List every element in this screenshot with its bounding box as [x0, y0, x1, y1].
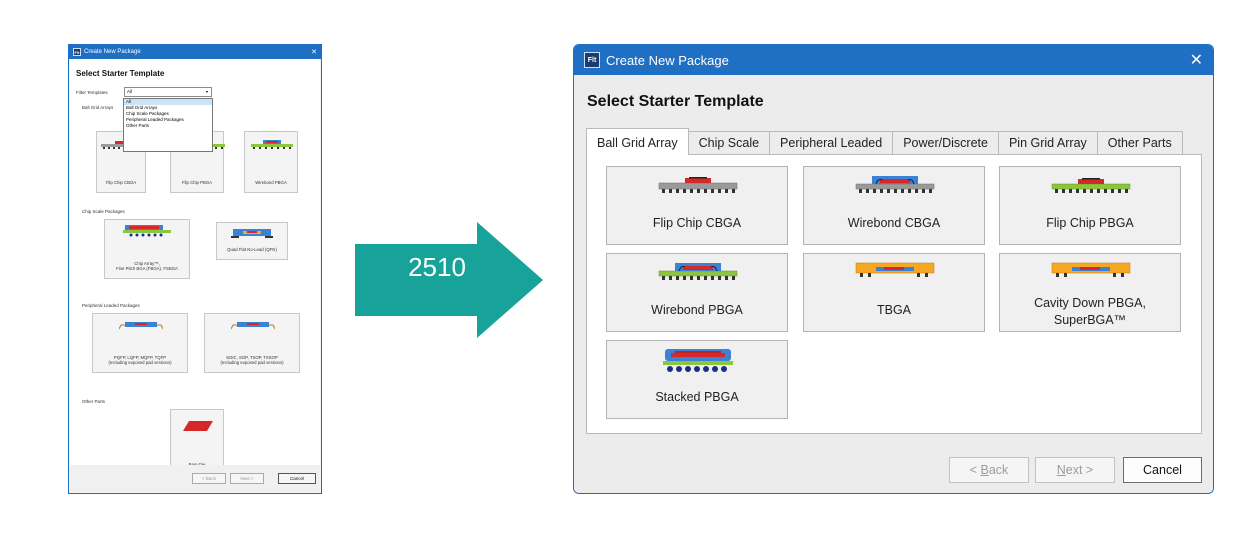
dropdown-option[interactable]: All: [124, 99, 212, 105]
chevron-down-icon: ▾: [205, 89, 208, 94]
small-back-button[interactable]: < Back: [192, 473, 226, 484]
template-wirebond-pbga[interactable]: Wirebond PBGA: [606, 253, 788, 332]
category-tabs: Ball Grid Array Chip Scale Peripheral Le…: [586, 128, 1183, 155]
small-card-wirebond-pbga[interactable]: Wirebond PBGA: [244, 131, 298, 193]
small-next-button[interactable]: Next >: [230, 473, 264, 484]
cancel-button[interactable]: Cancel: [1123, 457, 1202, 483]
section-label-bga: Ball Grid Arrays: [82, 105, 114, 110]
flip-chip-cbga-icon: [658, 177, 738, 193]
template-label: Wirebond CBGA: [847, 216, 941, 230]
small-card-chip-array[interactable]: Chip Array™, Fine Pitch BGA (FBGA), FSBG…: [104, 219, 190, 279]
dialog-footer: < Back Next > Cancel: [574, 447, 1213, 493]
transition-arrow-icon: [355, 222, 543, 338]
dropdown-option[interactable]: Other Parts: [126, 123, 150, 128]
app-icon: Flt: [73, 48, 81, 56]
filter-label: Filter Templates: [76, 90, 108, 95]
tab-ball-grid-array[interactable]: Ball Grid Array: [586, 128, 689, 155]
section-label-csp: Chip Scale Packages: [82, 209, 125, 214]
cavity-down-pbga-icon: [1051, 262, 1131, 277]
template-flip-chip-pbga[interactable]: Flip Chip PBGA: [999, 166, 1181, 245]
template-label: Wirebond PBGA: [651, 303, 743, 317]
template-cavity-down-pbga[interactable]: Cavity Down PBGA, SuperBGA™: [999, 253, 1181, 332]
next-label-rest: ext >: [1065, 463, 1094, 477]
small-card-qfn[interactable]: Quad Flat No-Lead (QFN): [216, 222, 288, 260]
small-close-icon[interactable]: ✕: [311, 49, 317, 56]
template-tbga[interactable]: TBGA: [803, 253, 985, 332]
tab-peripheral-leaded[interactable]: Peripheral Leaded: [769, 131, 894, 155]
window-title: Create New Package: [606, 52, 729, 68]
template-label: TBGA: [876, 303, 912, 317]
section-label-peripheral: Peripheral Leaded Packages: [82, 303, 140, 308]
tab-pin-grid-array[interactable]: Pin Grid Array: [997, 131, 1098, 155]
next-button[interactable]: Next >: [1035, 457, 1115, 483]
back-label-rest: ack: [988, 463, 1009, 477]
small-window-title: Create New Package: [84, 49, 141, 55]
template-panel: Flip Chip CBGA Wirebond CBGA Flip Chip P…: [586, 154, 1202, 434]
dropdown-option[interactable]: Chip Scale Packages: [126, 111, 169, 116]
arrow-shape: [355, 222, 543, 338]
chip-array-icon: [123, 225, 171, 237]
card-label: Wirebond PBGA: [255, 180, 287, 186]
template-stacked-pbga[interactable]: Stacked PBGA: [606, 340, 788, 419]
small-cancel-button[interactable]: Cancel: [278, 473, 316, 484]
back-prefix: <: [969, 463, 981, 477]
page-heading: Select Starter Template: [587, 93, 764, 110]
small-footer: < Back Next > Cancel: [70, 465, 320, 492]
wirebond-pbga-icon: [658, 263, 738, 280]
card-label: SOIC, SOP, TSOP, TSSOP: [226, 354, 278, 360]
title-bar: Flt Create New Package ✕: [574, 45, 1213, 75]
filter-dropdown-list: All Ball Grid Arrays Chip Scale Packages…: [123, 98, 213, 152]
qfn-icon: [231, 229, 273, 238]
small-card-bare-die[interactable]: Bare Die: [170, 409, 224, 475]
small-title-bar: Flt Create New Package ✕: [69, 45, 321, 59]
close-icon[interactable]: ✕: [1189, 52, 1203, 69]
pqfp-icon: [119, 322, 163, 330]
card-label: Bare Die: [189, 462, 206, 468]
small-card-pqfp[interactable]: PQFP, LQFP, MQFP, TQFP (Including expose…: [92, 313, 188, 373]
tbga-icon: [855, 262, 935, 277]
card-label: PQFP, LQFP, MQFP, TQFP: [113, 354, 167, 360]
card-label: Chip Array™,: [134, 260, 160, 266]
card-label: Fine Pitch BGA (FBGA), FSBGA: [116, 266, 178, 272]
template-flip-chip-cbga[interactable]: Flip Chip CBGA: [606, 166, 788, 245]
back-access-key: B: [980, 463, 989, 477]
small-card-soic[interactable]: SOIC, SOP, TSOP, TSSOP (Including expose…: [204, 313, 300, 373]
template-label: Flip Chip CBGA: [652, 216, 742, 230]
filter-value: All: [127, 89, 133, 94]
next-access-key: N: [1056, 463, 1066, 477]
card-label: (Including exposed pad versions): [220, 360, 284, 366]
bare-die-icon: [183, 421, 213, 431]
card-label: Flip Chip CBGA: [105, 180, 137, 186]
flip-chip-pbga-icon: [1051, 178, 1131, 193]
section-label-other: Other Parts: [82, 399, 106, 404]
back-button[interactable]: < Back: [949, 457, 1029, 483]
tab-other-parts[interactable]: Other Parts: [1096, 131, 1183, 155]
tab-power-discrete[interactable]: Power/Discrete: [892, 131, 999, 155]
template-label: Flip Chip PBGA: [1046, 216, 1134, 230]
wirebond-pbga-icon: [251, 140, 293, 149]
card-label: Flip Chip PBGA: [181, 180, 213, 186]
stacked-pbga-icon: [663, 349, 733, 372]
arrow-label: 2510: [408, 252, 466, 282]
template-wirebond-cbga[interactable]: Wirebond CBGA: [803, 166, 985, 245]
small-heading: Select Starter Template: [76, 69, 165, 78]
card-label: Quad Flat No-Lead (QFN): [227, 247, 277, 253]
app-icon: Flt: [584, 52, 600, 68]
soic-icon: [231, 322, 275, 330]
template-label-line2: SuperBGA™: [1053, 313, 1127, 327]
template-label: Stacked PBGA: [655, 390, 739, 404]
dropdown-option[interactable]: Ball Grid Arrays: [126, 105, 158, 110]
template-label: Cavity Down PBGA, SuperBGA™: [1000, 295, 1180, 329]
create-package-dialog: Flt Create New Package ✕ Select Starter …: [573, 44, 1214, 494]
dropdown-option[interactable]: Peripheral Leaded Packages: [126, 117, 184, 122]
small-dialog-body: Select Starter Template Filter Templates…: [70, 59, 320, 475]
small-create-package-dialog: Flt Create New Package ✕ Select Starter …: [68, 44, 322, 494]
filter-select[interactable]: All ▾: [124, 87, 212, 97]
wirebond-cbga-icon: [855, 176, 935, 193]
card-label: (Including exposed pad versions): [108, 360, 172, 366]
tab-chip-scale[interactable]: Chip Scale: [687, 131, 771, 155]
template-label-line1: Cavity Down PBGA,: [1034, 296, 1146, 310]
